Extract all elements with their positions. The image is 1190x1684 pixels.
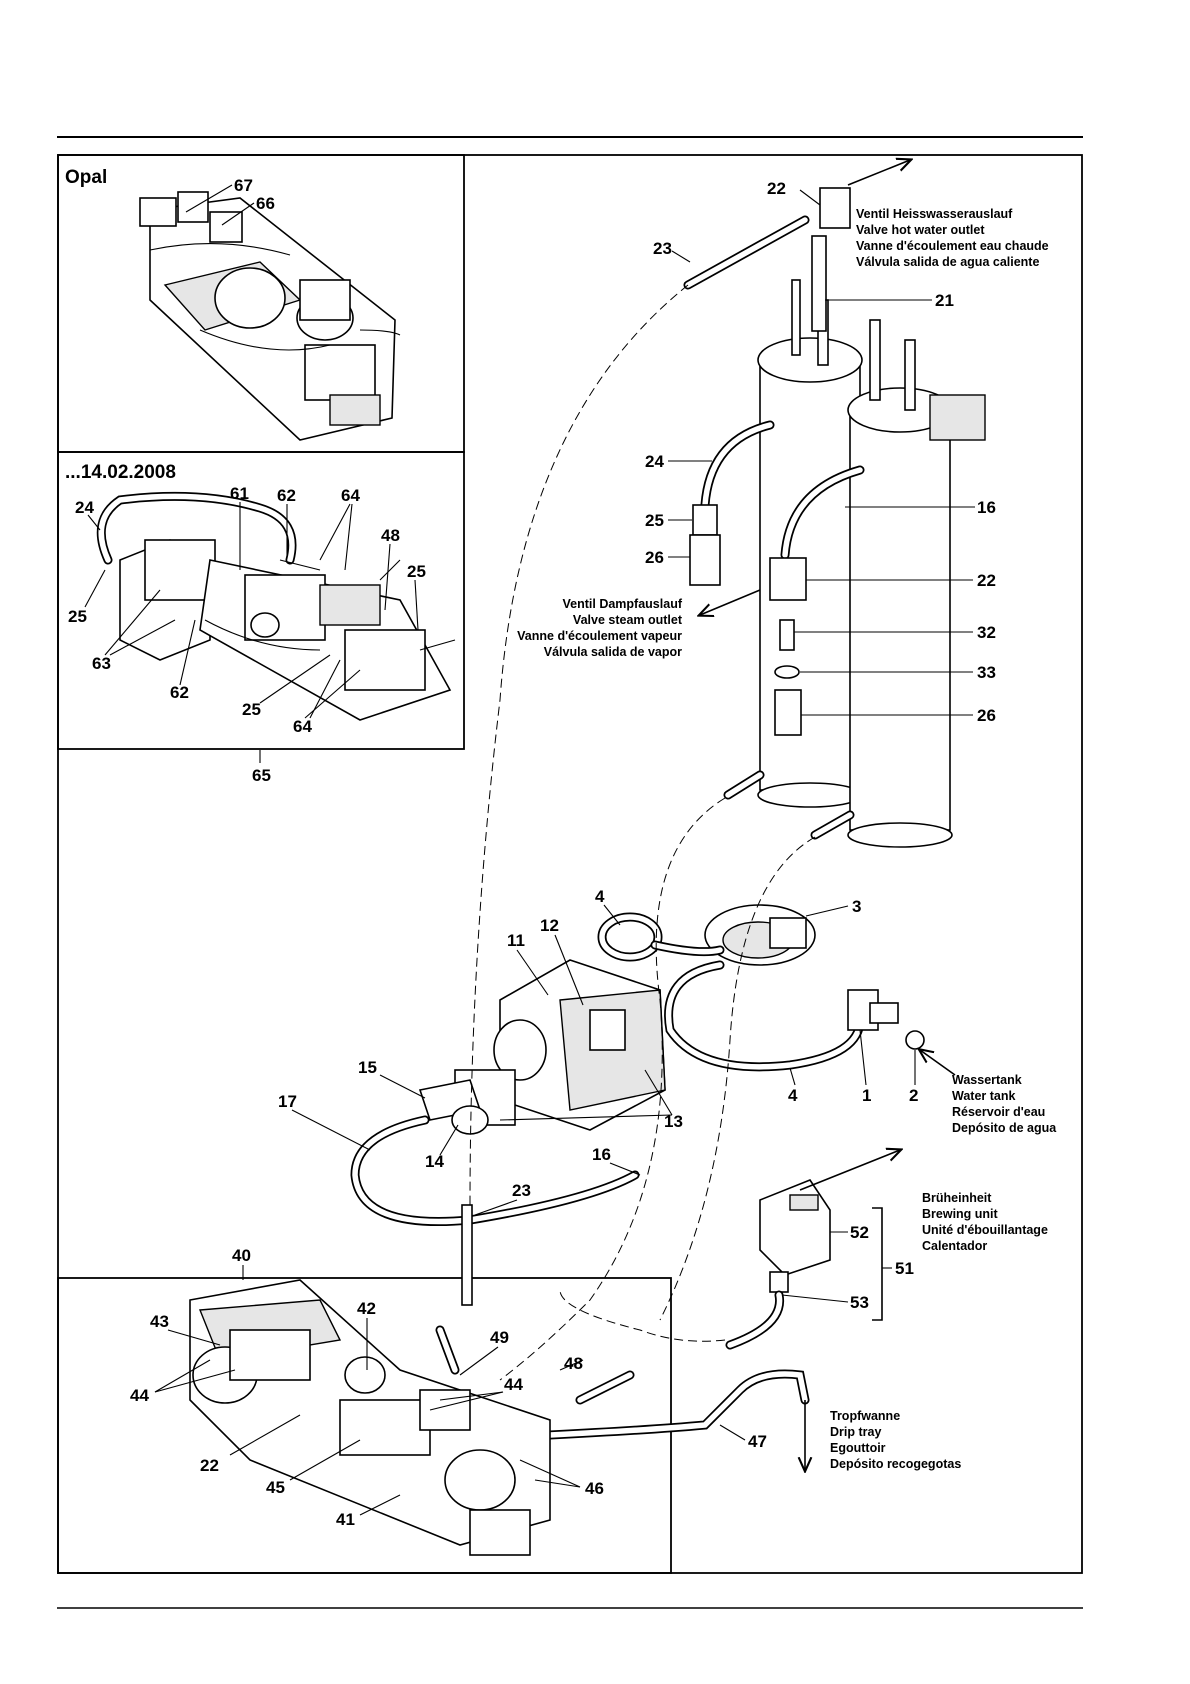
callout-23-top: 23 <box>653 239 672 258</box>
callout-45: 45 <box>266 1478 285 1497</box>
opal-title: Opal <box>65 167 107 188</box>
callout-26-top: 26 <box>645 548 664 567</box>
date-label-25a: 25 <box>407 562 426 581</box>
valve-block <box>189 1279 635 1556</box>
callout-13: 13 <box>664 1112 683 1131</box>
date-title: ...14.02.2008 <box>65 462 176 483</box>
date-label-63: 63 <box>92 654 111 673</box>
callout-23-bottom: 23 <box>512 1181 531 1200</box>
note-water-tank-en: Water tank <box>952 1089 1015 1103</box>
callout-43: 43 <box>150 1312 169 1331</box>
callout-2: 2 <box>909 1086 918 1105</box>
note-water-tank: Wassertank Water tank Réservoir d'eau De… <box>952 1073 1057 1135</box>
callout-17: 17 <box>278 1092 297 1111</box>
callout-33: 33 <box>977 663 996 682</box>
callout-53: 53 <box>850 1293 869 1312</box>
note-drip-tray: Tropfwanne Drip tray Egouttoir Depósito … <box>830 1409 961 1471</box>
callout-16-bottom: 16 <box>592 1145 611 1164</box>
note-water-tank-es: Depósito de agua <box>952 1121 1057 1135</box>
callout-1: 1 <box>862 1086 871 1105</box>
date-label-48: 48 <box>381 526 400 545</box>
callout-46: 46 <box>585 1479 604 1498</box>
route-unit <box>559 1289 726 1342</box>
note-brewing-de: Brüheinheit <box>922 1191 992 1205</box>
callout-41: 41 <box>336 1510 355 1529</box>
note-drip-tray-de: Tropfwanne <box>830 1409 900 1423</box>
callout-44-left: 44 <box>130 1386 149 1405</box>
brewing-connector <box>759 1179 831 1293</box>
callout-52: 52 <box>850 1223 869 1242</box>
date-label-62a: 62 <box>277 486 296 505</box>
callout-42: 42 <box>357 1299 376 1318</box>
callout-24: 24 <box>645 452 664 471</box>
pump <box>418 959 666 1135</box>
boiler-front <box>757 279 863 808</box>
route-brew <box>659 836 816 1321</box>
note-brewing-en: Brewing unit <box>922 1207 999 1221</box>
note-hot-water-de: Ventil Heisswasserauslauf <box>856 207 1013 221</box>
callout-3: 3 <box>852 897 861 916</box>
callout-26-mid: 26 <box>977 706 996 725</box>
callout-47: 47 <box>748 1432 767 1451</box>
date-label-25c: 25 <box>242 700 261 719</box>
opal-valve-assembly <box>139 191 401 441</box>
date-label-64b: 64 <box>293 717 312 736</box>
date-label-61: 61 <box>230 484 249 503</box>
callout-25: 25 <box>645 511 664 530</box>
callout-11: 11 <box>507 931 525 950</box>
callout-22-mid: 22 <box>977 571 996 590</box>
flow-meter <box>704 904 816 966</box>
callout-12: 12 <box>540 916 559 935</box>
date-label-64a: 64 <box>341 486 360 505</box>
boiler-rear <box>847 319 986 848</box>
opal-label-67: 67 <box>234 176 253 195</box>
route-hot-water <box>469 284 689 1206</box>
note-steam-de: Ventil Dampfauslauf <box>563 597 683 611</box>
note-water-tank-fr: Réservoir d'eau <box>952 1105 1045 1119</box>
callout-15: 15 <box>358 1058 377 1077</box>
note-brewing-unit: Brüheinheit Brewing unit Unité d'ébouill… <box>922 1191 1048 1253</box>
note-hot-water: Ventil Heisswasserauslauf Valve hot wate… <box>856 207 1049 269</box>
note-hot-water-es: Válvula salida de agua caliente <box>856 255 1039 269</box>
group-label-65: 65 <box>252 766 271 785</box>
note-brewing-es: Calentador <box>922 1239 987 1253</box>
callout-22-bottom: 22 <box>200 1456 219 1475</box>
date-label-62b: 62 <box>170 683 189 702</box>
note-hot-water-fr: Vanne d'écoulement eau chaude <box>856 239 1049 253</box>
callout-51: 51 <box>895 1259 914 1278</box>
callout-40: 40 <box>232 1246 251 1265</box>
callout-21: 21 <box>935 291 954 310</box>
note-water-tank-de: Wassertank <box>952 1073 1022 1087</box>
opal-label-66: 66 <box>256 194 275 213</box>
callout-48: 48 <box>564 1354 583 1373</box>
note-drip-tray-es: Depósito recogegotas <box>830 1457 961 1471</box>
note-steam-en: Valve steam outlet <box>573 613 683 627</box>
callout-4-bottom: 4 <box>788 1086 798 1105</box>
date-label-25b: 25 <box>68 607 87 626</box>
note-steam-fr: Vanne d'écoulement vapeur <box>517 629 682 643</box>
note-brewing-fr: Unité d'ébouillantage <box>922 1223 1048 1237</box>
note-hot-water-en: Valve hot water outlet <box>856 223 985 237</box>
callout-32: 32 <box>977 623 996 642</box>
callout-14: 14 <box>425 1152 444 1171</box>
callout-4-top: 4 <box>595 887 605 906</box>
date-label-24: 24 <box>75 498 94 517</box>
callout-49: 49 <box>490 1328 509 1347</box>
callout-16-top: 16 <box>977 498 996 517</box>
route-steam <box>499 797 726 1381</box>
note-steam: Ventil Dampfauslauf Valve steam outlet V… <box>517 597 683 659</box>
note-drip-tray-en: Drip tray <box>830 1425 881 1439</box>
callout-22-top: 22 <box>767 179 786 198</box>
inset-date-frame <box>57 451 465 750</box>
note-steam-es: Válvula salida de vapor <box>544 645 682 659</box>
callout-44-right: 44 <box>504 1375 523 1394</box>
early-valve-assembly <box>96 491 456 721</box>
note-drip-tray-fr: Egouttoir <box>830 1441 886 1455</box>
